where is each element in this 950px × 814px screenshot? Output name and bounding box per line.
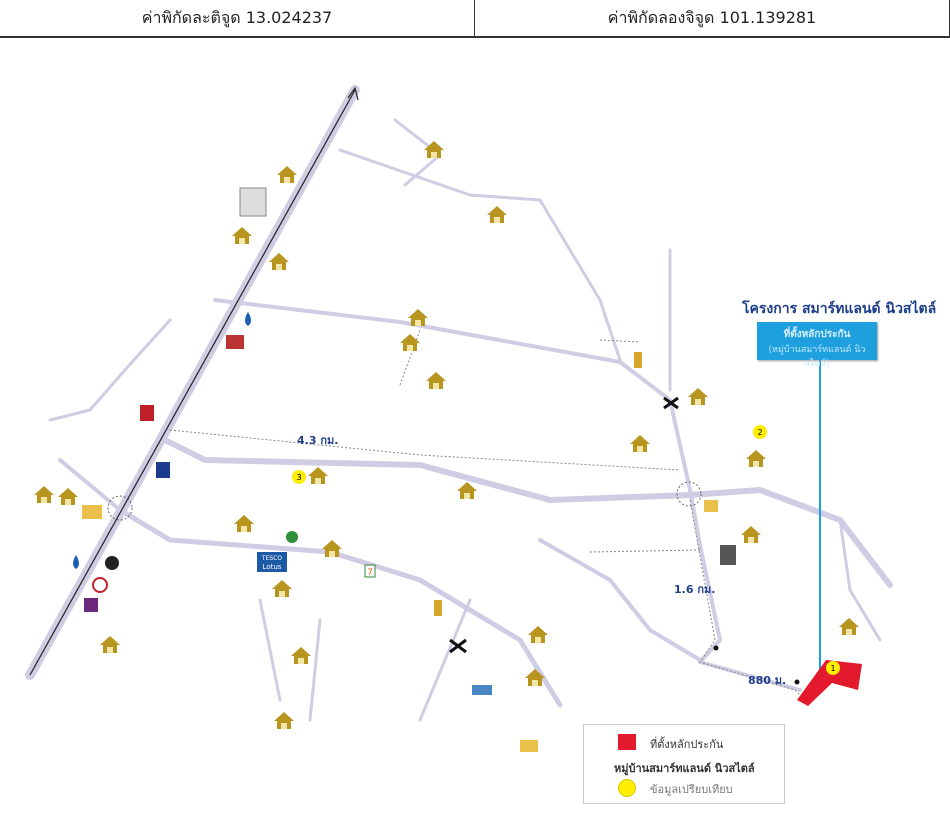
house-icon [100, 636, 120, 653]
roads [25, 85, 893, 722]
north-arrow-icon [29, 86, 359, 676]
house-icon [408, 309, 428, 326]
legend-comparable: ข้อมูลเปรียบเทียบ [650, 783, 733, 796]
house-icon [308, 467, 328, 484]
factory-icon [472, 685, 492, 695]
project-title: โครงการ สมาร์ทแลนด์ นิวสไตล์ [742, 301, 937, 317]
road-4-3km [162, 437, 893, 588]
house-icon [269, 253, 289, 270]
project-box-title: ที่ตั้งหลักประกัน [783, 329, 851, 340]
lotus-label: Lotus [263, 563, 282, 571]
marker-2-label: 2 [757, 428, 762, 437]
house-icon [741, 526, 761, 543]
project-location-box: ที่ตั้งหลักประกัน (หมู่บ้านสมาร์ทแลนด์ น… [757, 322, 877, 369]
road-north [213, 298, 802, 692]
distance-1-6km: 1.6 กม. [674, 583, 715, 596]
house-icon [34, 486, 54, 503]
project-box-subtitle: (หมู่บ้านสมาร์ทแลนด์ นิวสไตล์) [768, 345, 866, 369]
distance-4-3km: 4.3 กม. [297, 434, 338, 447]
hospital-building-icon [239, 187, 267, 217]
ptt-icon [73, 555, 79, 569]
bank-icon [156, 462, 170, 478]
legend-village: หมู่บ้านสมาร์ทแลนด์ นิวสไตล์ [614, 762, 755, 775]
collateral-swatch [618, 734, 636, 750]
house-icon [528, 626, 548, 643]
temple-icon [634, 352, 642, 368]
map-legend: ที่ตั้งหลักประกัน หมู่บ้านสมาร์ทแลนด์ นิ… [583, 724, 785, 804]
house-icon [232, 227, 252, 244]
scb-icon [84, 598, 98, 612]
comparable-swatch [618, 779, 636, 797]
market-icon [520, 740, 538, 752]
house-icon [426, 372, 446, 389]
marker-3-label: 3 [296, 473, 301, 482]
bank-icon [286, 531, 298, 543]
marker-2 [753, 425, 767, 439]
house-icon [234, 515, 254, 532]
house-icon [839, 618, 859, 635]
intersection-icon [663, 396, 679, 410]
house-icon [322, 540, 342, 557]
school-flag-icon [226, 335, 244, 349]
marker-1 [826, 661, 840, 675]
roundabout [107, 495, 133, 521]
house-icon [400, 334, 420, 351]
house-icon [277, 166, 297, 183]
condo-icon [720, 545, 736, 565]
distance-880m: 880 ม. [748, 674, 786, 687]
tesco-label: TESCO [261, 555, 282, 562]
ptt-icon [245, 312, 251, 326]
house-icon [272, 580, 292, 597]
house-icon [487, 206, 507, 223]
road-south [117, 507, 563, 708]
bank-icon [105, 556, 119, 570]
latitude-label: ค่าพิกัดละติจูด 13.024237 [0, 0, 475, 36]
house-icon [274, 712, 294, 729]
coordinate-header: ค่าพิกัดละติจูด 13.024237 ค่าพิกัดลองจิจ… [0, 0, 950, 38]
market-icon [82, 505, 102, 519]
temple-icon [434, 600, 442, 616]
kbank-icon [92, 577, 108, 593]
junction-dot [794, 679, 800, 685]
road-top [338, 148, 622, 362]
house-icon [58, 488, 78, 505]
marker-3 [292, 470, 306, 484]
seven-eleven-icon [364, 564, 376, 578]
tesco-lotus-icon [257, 552, 287, 572]
market-icon [704, 500, 718, 512]
house-icon [291, 647, 311, 664]
roundabout [676, 481, 702, 507]
collateral-plot [797, 660, 862, 706]
house-icon [746, 450, 766, 467]
house-icon [688, 388, 708, 405]
landmark-icons: TESCO Lotus 7 [73, 187, 736, 752]
house-icon [630, 435, 650, 452]
legend-collateral: ที่ตั้งหลักประกัน [650, 738, 724, 751]
dotted-routes [169, 329, 806, 701]
junction-dot [713, 645, 719, 651]
seven-label: 7 [367, 568, 373, 578]
intersection-icon [449, 638, 467, 654]
house-icon [457, 482, 477, 499]
road-left [48, 318, 172, 422]
marker-1-label: 1 [830, 664, 835, 673]
mall-icon [140, 405, 154, 421]
